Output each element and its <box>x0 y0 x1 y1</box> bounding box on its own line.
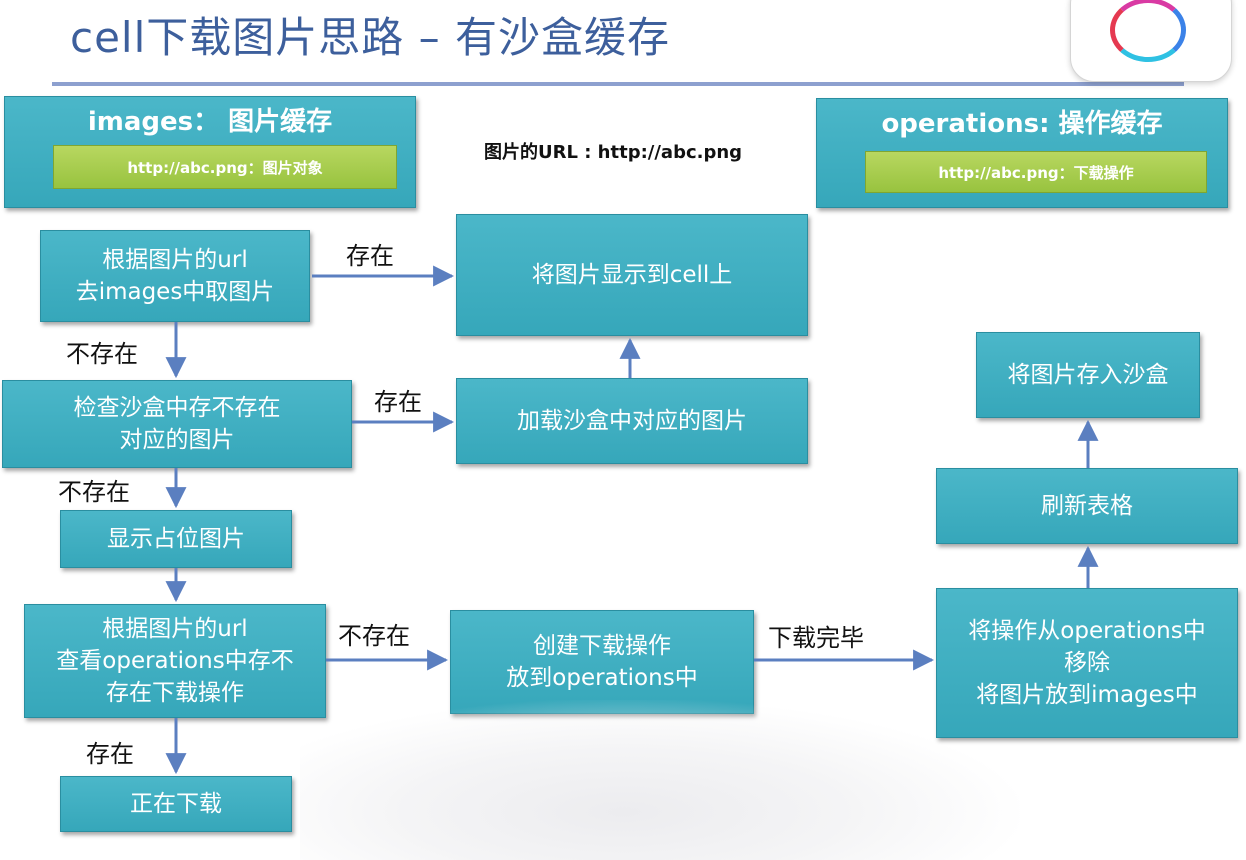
node-check-sandbox: 检查沙盒中存不存在对应的图片 <box>2 380 352 468</box>
images-cache-title: images： 图片缓存 <box>87 107 333 137</box>
page-title: cell下载图片思路 – 有沙盒缓存 <box>70 13 670 62</box>
node-remove-operation-line2: 移除 <box>1063 650 1110 676</box>
url-note: 图片的URL : http://abc.png <box>484 142 743 163</box>
node-check-operations: 根据图片的url 查看operations中存不存在下载操作 <box>24 604 326 718</box>
node-get-from-images-line1: 根据图片的url <box>102 247 248 273</box>
node-refresh-table: 刷新表格 <box>936 468 1238 544</box>
edge-label-exists-3: 存在 <box>86 740 134 768</box>
node-check-operations-line1: 根据图片的url <box>102 616 248 642</box>
operations-cache-entry: http://abc.png：下载操作 <box>865 151 1207 193</box>
watermark-blur <box>300 700 1020 860</box>
node-get-from-images-line2: 去images中取图片 <box>75 279 275 305</box>
title-divider <box>52 82 1184 86</box>
operations-cache-box: operations: 操作缓存 http://abc.png：下载操作 <box>816 98 1228 208</box>
edge-label-exists-2: 存在 <box>374 388 422 416</box>
node-remove-operation: 将操作从operations中移除将图片放到images中 <box>936 588 1238 738</box>
node-create-operation: 创建下载操作放到operations中 <box>450 610 754 714</box>
node-check-sandbox-line1: 检查沙盒中存不存在 <box>73 395 281 421</box>
operations-cache-title: operations: 操作缓存 <box>881 109 1163 139</box>
node-check-operations-line2: 查看operations中存不 <box>56 648 294 674</box>
edge-label-not-exists-3: 不存在 <box>338 622 410 650</box>
node-create-operation-line2: 放到operations中 <box>506 665 698 691</box>
node-save-sandbox: 将图片存入沙盒 <box>976 332 1200 418</box>
edge-label-download-done: 下载完毕 <box>768 624 864 652</box>
images-cache-box: images： 图片缓存 http://abc.png：图片对象 <box>4 96 416 208</box>
node-remove-operation-line1: 将操作从operations中 <box>968 618 1206 644</box>
node-create-operation-line1: 创建下载操作 <box>532 633 671 659</box>
node-load-sandbox: 加载沙盒中对应的图片 <box>456 378 808 464</box>
node-check-sandbox-line2: 对应的图片 <box>119 427 235 453</box>
node-show-in-cell: 将图片显示到cell上 <box>456 214 808 336</box>
edge-label-not-exists-2: 不存在 <box>58 478 130 506</box>
edge-label-exists-1: 存在 <box>346 242 394 270</box>
app-logo-ring-icon <box>1110 0 1186 62</box>
node-check-operations-line3: 存在下载操作 <box>105 680 244 706</box>
node-get-from-images: 根据图片的url 去images中取图片 <box>40 230 310 322</box>
node-downloading: 正在下载 <box>60 776 292 832</box>
edge-label-not-exists-1: 不存在 <box>66 340 138 368</box>
node-placeholder: 显示占位图片 <box>60 510 292 568</box>
images-cache-entry: http://abc.png：图片对象 <box>53 145 397 189</box>
